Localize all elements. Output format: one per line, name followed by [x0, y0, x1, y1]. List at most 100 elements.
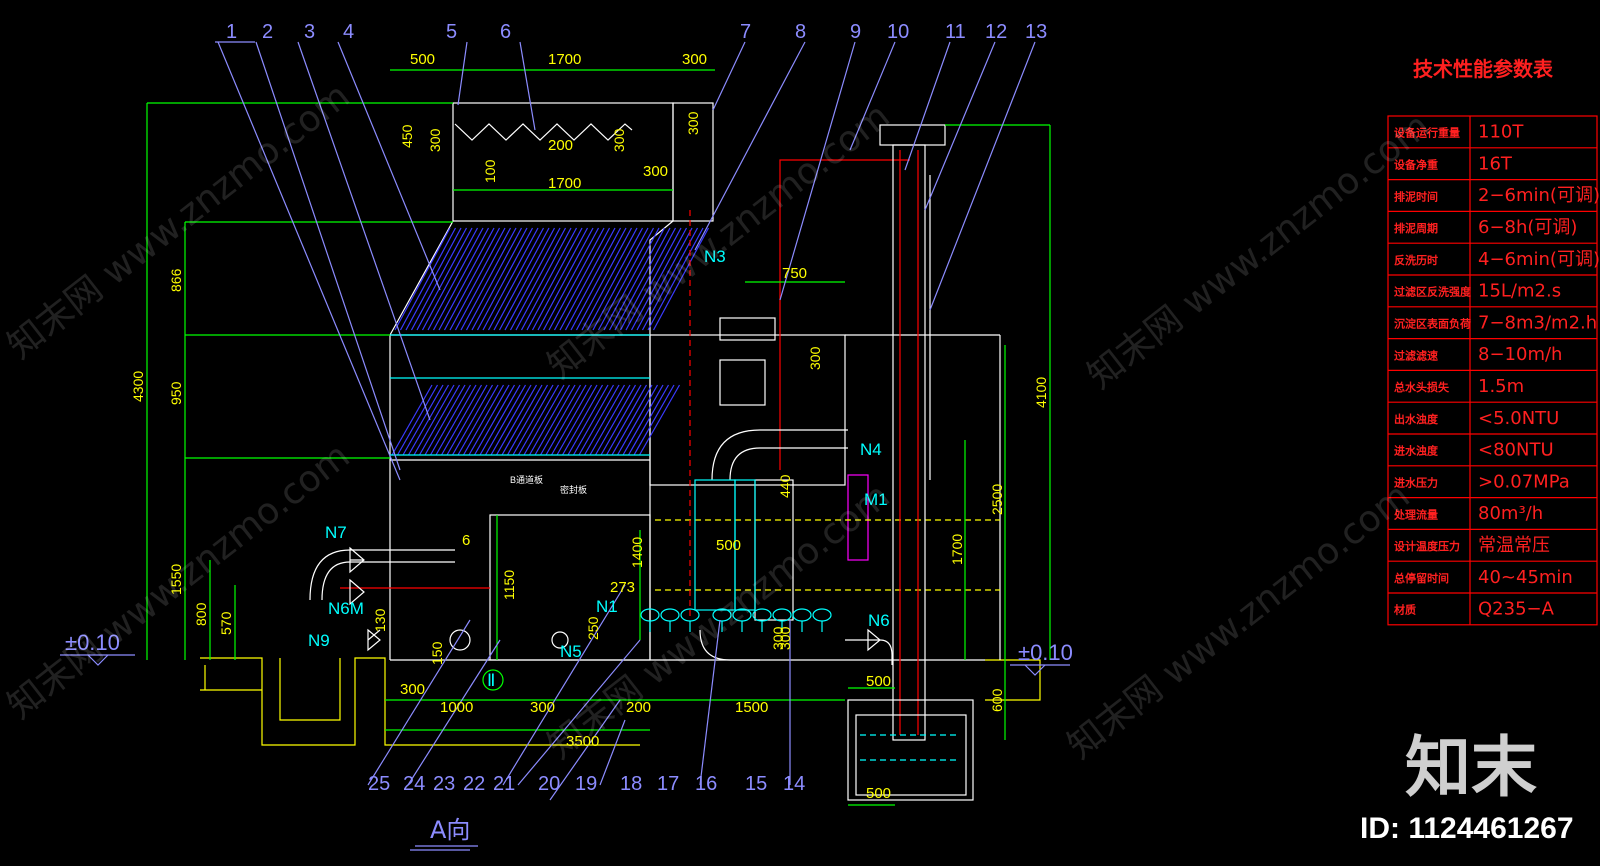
- svg-text:知末网 www.znzmo.com: 知末网 www.znzmo.com: [1060, 475, 1417, 767]
- media-hatch-lower: [583, 384, 626, 456]
- callout-8: 8: [795, 21, 806, 43]
- small-label-a: B通道板: [510, 474, 543, 485]
- media-hatch-upper: [553, 227, 611, 331]
- media-hatch-upper: [520, 227, 578, 331]
- svg-text:273: 273: [610, 579, 635, 596]
- callout-6: 6: [500, 21, 511, 43]
- media-hatch-lower: [512, 384, 554, 456]
- svg-text:450: 450: [399, 124, 415, 148]
- svg-text:300: 300: [400, 681, 425, 698]
- media-hatch-upper: [603, 227, 660, 331]
- callout-22: 22: [463, 773, 485, 795]
- media-hatch-upper: [619, 227, 677, 331]
- media-hatch-lower: [495, 384, 538, 456]
- media-hatch-upper: [465, 227, 523, 331]
- svg-text:600: 600: [989, 688, 1005, 712]
- media-hatch-upper: [482, 227, 539, 331]
- table-value: 1.5m: [1478, 376, 1524, 397]
- media-hatch-lower: [402, 384, 444, 456]
- table-key: 设备运行重量: [1394, 126, 1460, 140]
- detail-mark: Ⅱ: [487, 671, 495, 690]
- svg-text:1000: 1000: [440, 699, 473, 716]
- nozzle-n1: N1: [596, 597, 618, 616]
- callout-18: 18: [620, 773, 642, 795]
- media-hatch-upper: [504, 227, 561, 331]
- table-value: 16T: [1478, 153, 1513, 174]
- media-hatch-lower: [539, 384, 582, 456]
- callout-24: 24: [403, 773, 425, 795]
- nozzle-m1: M1: [864, 490, 888, 509]
- media-hatch-lower: [440, 384, 483, 456]
- sump: [847, 699, 974, 801]
- media-hatch-upper: [625, 227, 682, 331]
- callout-14: 14: [783, 773, 805, 795]
- detail-circle: [482, 669, 504, 691]
- svg-text:150: 150: [429, 641, 445, 665]
- media-hatch-lower: [622, 384, 664, 456]
- svg-text:300: 300: [807, 346, 823, 370]
- svg-text:300: 300: [530, 699, 555, 716]
- svg-text:950: 950: [168, 381, 184, 405]
- media-hatch-upper: [416, 227, 473, 331]
- table-key: 排泥周期: [1394, 221, 1438, 235]
- media-hatch-upper: [548, 227, 605, 331]
- nozzle-n7: N7: [325, 523, 347, 542]
- svg-text:866: 866: [168, 268, 184, 292]
- media-hatch-lower: [567, 384, 609, 456]
- media-hatch-upper: [559, 227, 616, 331]
- table-key: 总水头损失: [1394, 380, 1450, 394]
- table-key: 设计温度压力: [1394, 539, 1460, 553]
- table-value: <80NTU: [1478, 440, 1554, 461]
- diffuser-head: [792, 608, 812, 622]
- svg-text:300: 300: [427, 128, 443, 152]
- media-hatch-upper: [432, 227, 490, 331]
- svg-text:知末网 www.znzmo.com: 知末网 www.znzmo.com: [1080, 105, 1437, 397]
- callout-20: 20: [538, 773, 560, 795]
- table-key: 过滤滤速: [1394, 348, 1438, 362]
- nozzle-n3: N3: [704, 247, 726, 266]
- svg-text:300: 300: [611, 128, 627, 152]
- svg-text:440: 440: [777, 474, 793, 498]
- media-hatch-lower: [523, 384, 565, 456]
- media-hatch-upper: [641, 227, 699, 331]
- svg-text:300: 300: [770, 626, 786, 650]
- dimension-texts: 500 1700 300 450 300 300 300 200 100 170…: [130, 51, 1049, 802]
- table-value: >0.07MPa: [1478, 471, 1570, 492]
- svg-text:100: 100: [482, 159, 498, 183]
- callout-19: 19: [575, 773, 597, 795]
- media-hatch-lower: [396, 384, 439, 456]
- media-hatch-lower: [528, 384, 571, 456]
- callout-5: 5: [446, 21, 457, 43]
- diffuser-head: [772, 608, 792, 622]
- media-hatch-upper: [460, 227, 517, 331]
- media-hatch-upper: [449, 227, 506, 331]
- nozzle-n9: N9: [308, 631, 330, 650]
- media-hatch-lower: [506, 384, 549, 456]
- media-hatch-lower: [550, 384, 593, 456]
- media-hatch-upper: [570, 227, 627, 331]
- media-hatch-upper: [471, 227, 528, 331]
- media-hatch-lower: [616, 384, 659, 456]
- callout-10: 10: [887, 21, 909, 43]
- media-hatch-lower: [589, 384, 631, 456]
- media-hatch-lower: [545, 384, 587, 456]
- media-hatch-upper: [454, 227, 512, 331]
- media-hatch-lower: [418, 384, 461, 456]
- callout-4: 4: [343, 21, 354, 43]
- media-hatch-lower: [446, 384, 488, 456]
- media-hatch-lower: [611, 384, 653, 456]
- table-value: Q235−A: [1478, 599, 1555, 620]
- media-hatch-upper: [405, 227, 462, 331]
- table-key: 排泥时间: [1394, 189, 1438, 203]
- media-hatch-lower: [534, 384, 576, 456]
- svg-text:1700: 1700: [548, 51, 581, 68]
- callout-leaders: [215, 41, 1036, 851]
- media-hatch-lower: [391, 384, 433, 456]
- svg-text:2500: 2500: [989, 484, 1005, 515]
- media-hatch-lower: [627, 384, 670, 456]
- table-key: 总停留时间: [1394, 571, 1449, 585]
- svg-text:1550: 1550: [168, 564, 184, 595]
- svg-text:300: 300: [682, 51, 707, 68]
- svg-text:知末网 www.znzmo.com: 知末网 www.znzmo.com: [540, 95, 897, 387]
